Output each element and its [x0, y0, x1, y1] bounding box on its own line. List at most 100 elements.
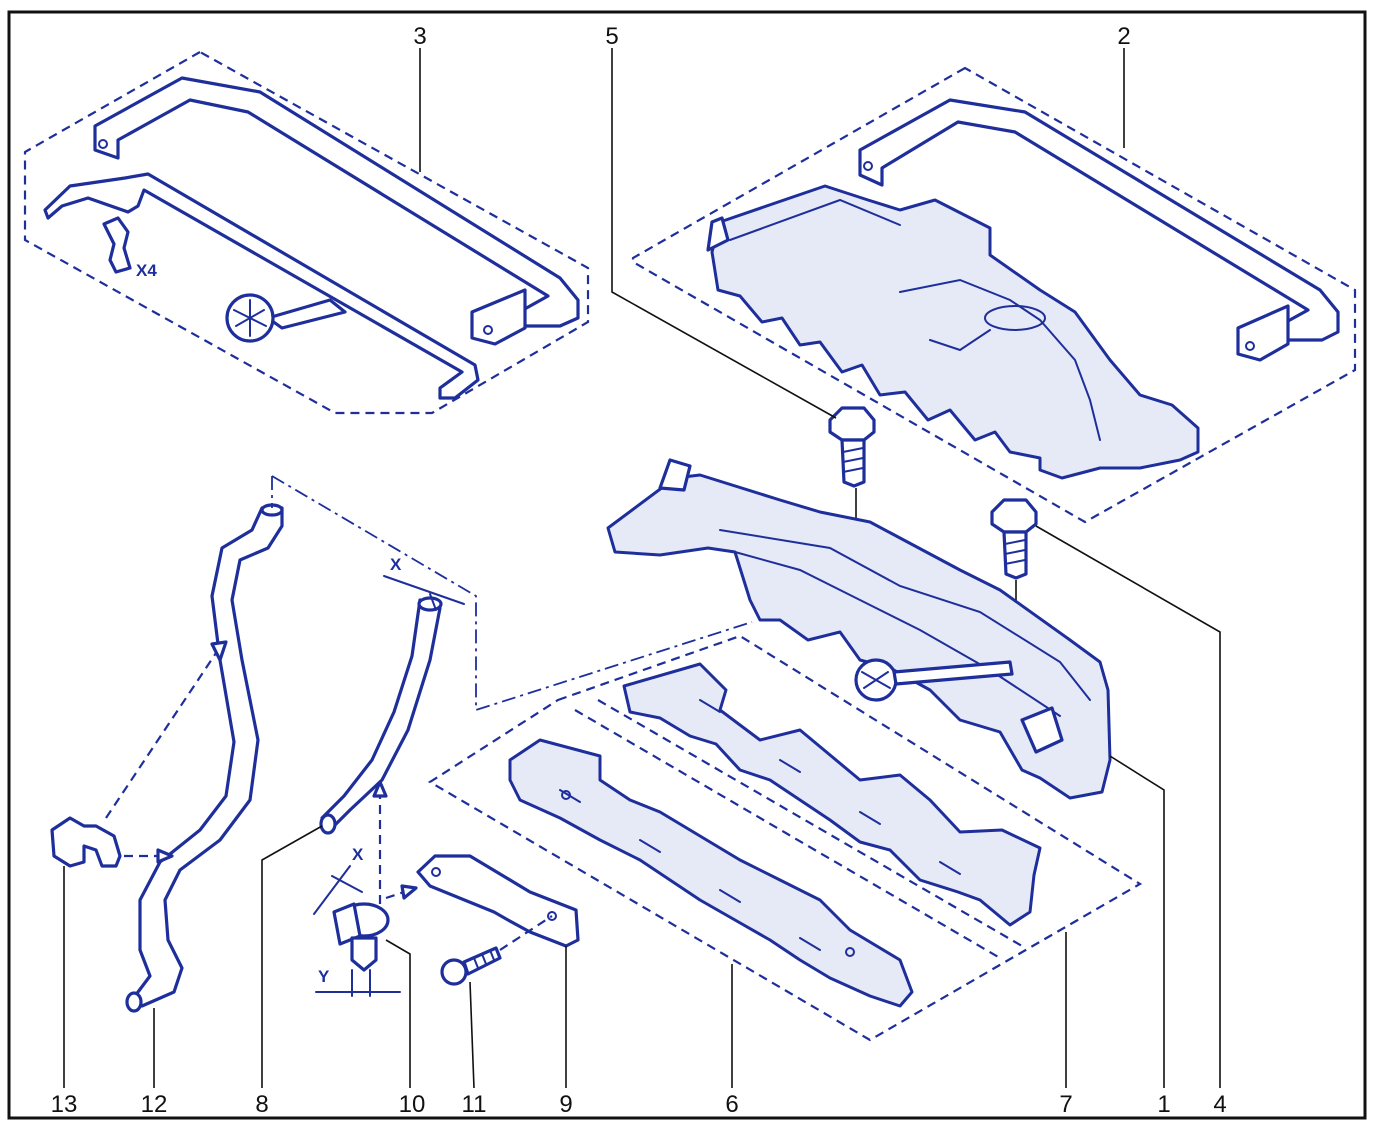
hose-8-end-bottom	[319, 813, 337, 835]
bracket-foot-2	[1236, 304, 1290, 362]
leader-11	[469, 981, 475, 1089]
dim-x-hose-ext	[429, 593, 437, 611]
bracket-hole-2b	[1245, 341, 1255, 351]
kit-7-inner-a	[574, 709, 1001, 959]
callout-numbers: 3 5 2 13 12 8 10 11 9 6 7 1 4	[51, 23, 1227, 1118]
callout-7: 7	[1059, 1091, 1072, 1118]
callout-6: 6	[725, 1091, 738, 1118]
tray-1-rim	[719, 529, 1091, 717]
callout-8: 8	[255, 1091, 268, 1118]
part-13-clip	[50, 816, 122, 868]
engine-cover-2-tab	[706, 216, 730, 252]
part-group-2	[631, 66, 1357, 524]
callout-3: 3	[413, 23, 426, 50]
tray-1-clip-right	[1020, 706, 1064, 754]
leader-8	[261, 825, 323, 1088]
part-12-hose	[125, 503, 284, 1013]
leader-lines	[63, 48, 1221, 1089]
arrow-head-13-hose	[156, 848, 174, 864]
assembly-arrows	[105, 475, 753, 951]
dim-y-clamp-ext	[351, 969, 371, 997]
arrow-line-13-12	[105, 649, 219, 819]
gasket-6-hole-a	[561, 790, 571, 800]
wire-rod-3	[43, 172, 480, 400]
clamp-10-base	[350, 936, 378, 972]
callout-2: 2	[1117, 23, 1130, 50]
gasket-6	[508, 738, 914, 1008]
callout-11: 11	[462, 1091, 487, 1118]
leader-5	[611, 48, 837, 419]
hose-route-line	[271, 475, 753, 712]
clamp-10-ear	[332, 902, 362, 946]
plate-bracket-9	[416, 854, 580, 948]
bolt-5-shank	[840, 438, 866, 488]
bolt-4-shank	[1002, 530, 1028, 580]
callout-4: 4	[1213, 1091, 1226, 1118]
wire-arm-3	[266, 298, 347, 330]
small-clip-3	[102, 216, 132, 274]
bolt-4	[990, 498, 1038, 676]
grommet-3-detail	[233, 299, 267, 337]
engine-cover-2-port	[984, 305, 1046, 331]
bolt-5-head	[828, 406, 876, 442]
clip-13	[50, 816, 122, 868]
hose-12	[130, 506, 284, 1008]
bracket-hole-3b	[483, 325, 493, 335]
dim-y-clamp-label: Y	[318, 967, 330, 986]
arrow-line-11-9	[499, 915, 553, 951]
leader-1	[1109, 755, 1165, 1088]
bolt-5-thread	[842, 447, 864, 473]
part-11-screw	[440, 946, 502, 986]
dim-x-hose-line	[383, 575, 465, 605]
leader-10	[385, 939, 411, 1088]
gasket-6-hole-b	[845, 947, 855, 957]
part-9-bracket	[416, 854, 580, 948]
kit-7-inner-b	[597, 699, 1023, 947]
gasket-7	[622, 662, 1042, 927]
tray-1-arm	[892, 660, 1014, 686]
arrow-head-10-9	[400, 884, 418, 900]
bolt-4-head	[990, 498, 1038, 534]
plate-bracket-9-hole-a	[431, 867, 441, 877]
bracket-hole-2a	[863, 161, 873, 171]
engine-cover-2-ridge	[729, 198, 1101, 441]
part-10-clamp	[332, 902, 390, 972]
tray-1-clip-left	[658, 458, 692, 492]
dim-x-hose-label: X	[390, 555, 402, 574]
part-8-hose	[319, 596, 443, 835]
part-group-3: X4	[23, 50, 590, 415]
callout-12: 12	[141, 1091, 168, 1118]
dim-x-clamp-line	[313, 865, 351, 915]
bracket-hole-3a	[98, 139, 108, 149]
leader-4	[1035, 525, 1221, 1088]
hose-12-end-bottom	[125, 991, 143, 1013]
callout-1: 1	[1157, 1091, 1170, 1118]
part-group-6	[508, 738, 914, 1008]
quantity-mark: X4	[136, 261, 157, 280]
callout-13: 13	[51, 1091, 78, 1118]
part-1-tray	[606, 458, 1112, 800]
arrow-head-13-12	[210, 640, 228, 662]
callout-9: 9	[559, 1091, 572, 1118]
part-group-7	[427, 634, 1143, 1042]
arrow-line-10-9	[385, 890, 405, 900]
tray-1-grommet-detail	[861, 671, 891, 689]
bolt-4-thread	[1004, 539, 1026, 565]
callout-5: 5	[605, 23, 618, 50]
bracket-foot-3	[470, 288, 527, 346]
plate-bracket-9-hole-b	[547, 911, 557, 921]
diagram-frame	[7, 10, 1367, 1120]
hose-8-end-top	[417, 596, 443, 612]
tray-1-body	[606, 473, 1112, 800]
screw-11-head	[440, 958, 468, 986]
dim-x-clamp-label: X	[352, 845, 364, 864]
dimension-marks: X X Y	[313, 555, 465, 997]
screw-11-shank	[462, 946, 502, 976]
callout-10: 10	[399, 1091, 426, 1118]
bolt-5	[828, 406, 876, 580]
engine-cover-2	[710, 184, 1200, 480]
dim-x-clamp-ext	[331, 875, 363, 893]
gasket-7-slots	[699, 699, 961, 875]
kit-2-outline	[631, 66, 1357, 524]
